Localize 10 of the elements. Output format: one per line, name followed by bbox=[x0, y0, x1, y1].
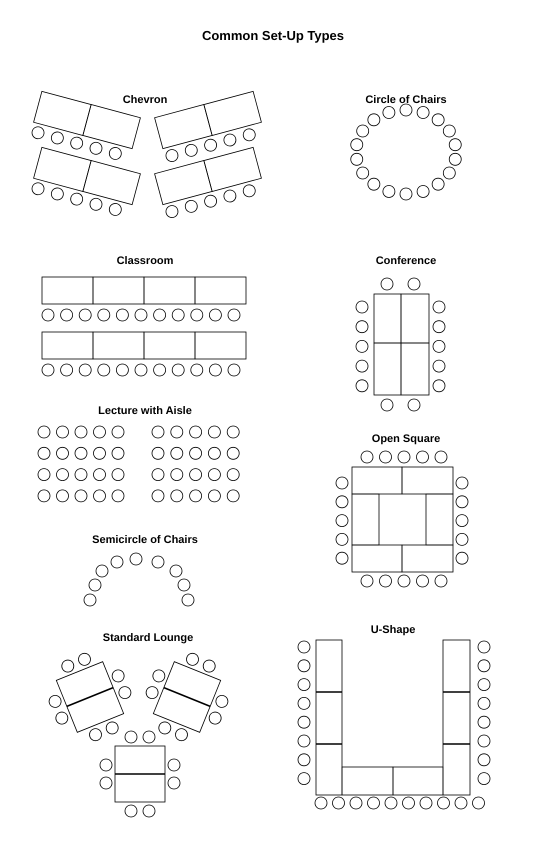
diagram-title: Common Set-Up Types bbox=[202, 28, 344, 43]
section-heading: Circle of Chairs bbox=[365, 94, 447, 106]
section-heading: Semicircle of Chairs bbox=[92, 534, 198, 546]
section-heading: U-Shape bbox=[370, 624, 416, 636]
section-heading: Chevron bbox=[122, 94, 168, 106]
section-heading: Conference bbox=[376, 255, 436, 267]
section-heading: Lecture with Aisle bbox=[98, 405, 192, 417]
section-heading: Classroom bbox=[116, 255, 174, 267]
section-heading: Standard Lounge bbox=[102, 632, 194, 644]
section-heading: Open Square bbox=[372, 433, 440, 445]
